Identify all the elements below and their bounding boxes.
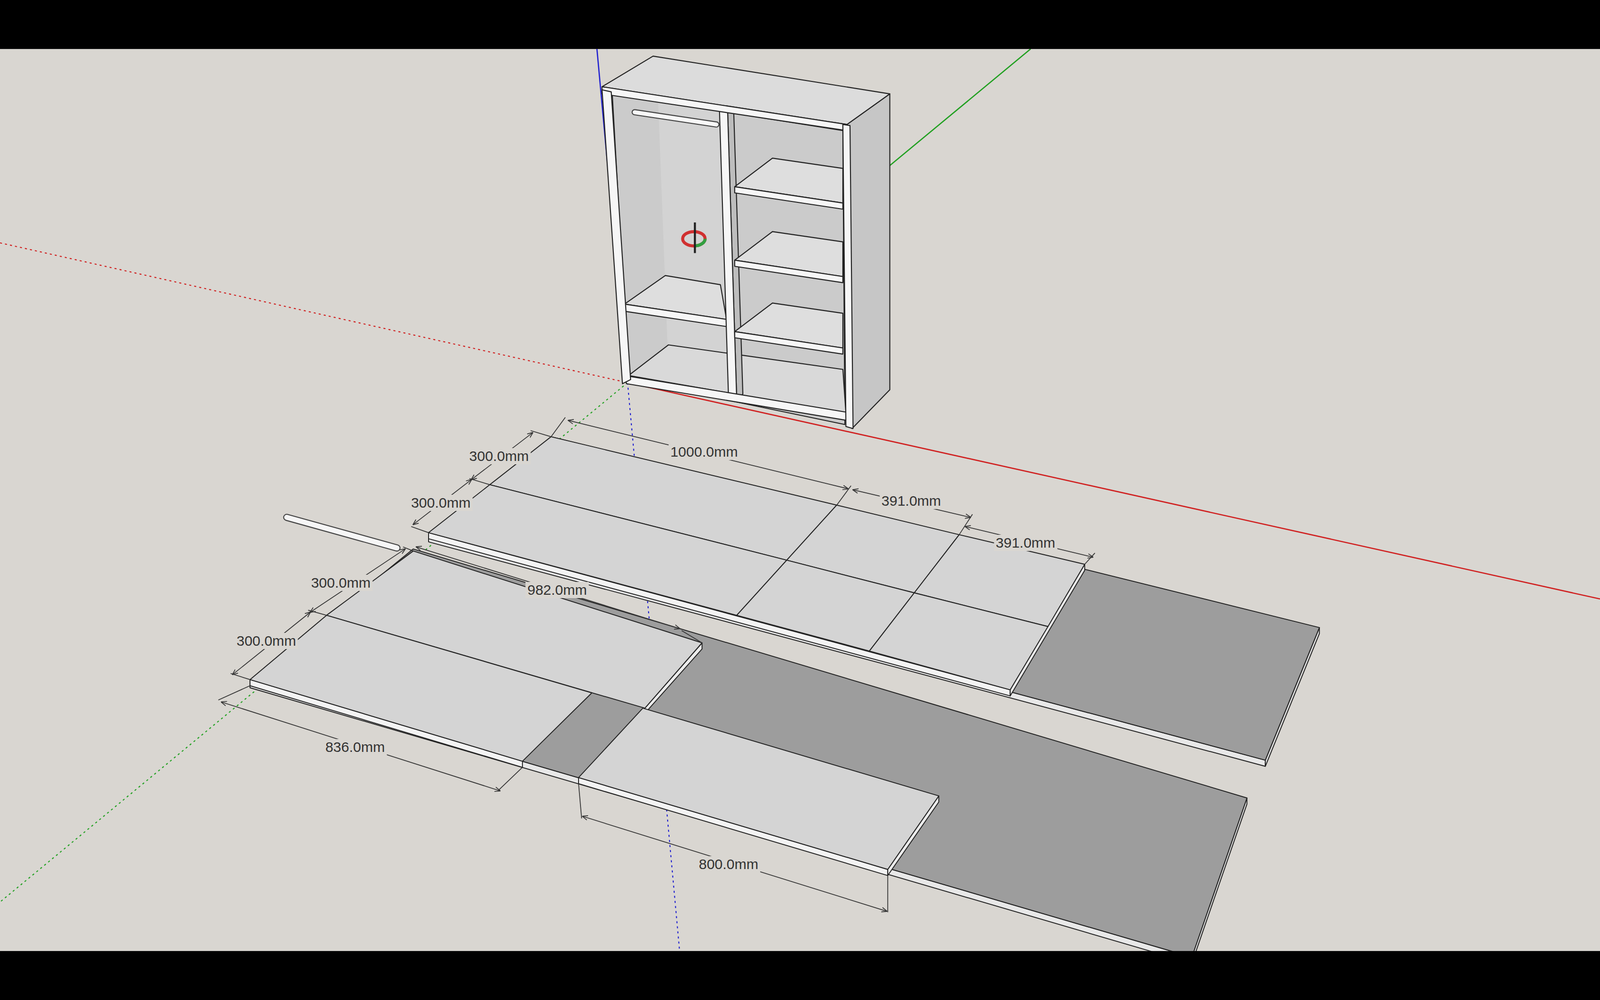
- dimension-lines-part: [308, 610, 327, 616]
- dimension-lines-part: [852, 490, 970, 518]
- wardrobe-part: [719, 108, 737, 400]
- dimension-lines-part: [411, 526, 429, 533]
- dimension-lines-part: [550, 417, 566, 437]
- letterbox-bars-part: [0, 950, 1600, 1000]
- dimension-lines-part: [965, 526, 1093, 558]
- wardrobe-part: [601, 86, 847, 131]
- dimension-label: 982.0mm: [525, 581, 589, 599]
- dimension-lines-part: [681, 630, 702, 643]
- wardrobe-part: [734, 260, 843, 283]
- wardrobe-part: [601, 90, 631, 384]
- dimension-lines-part: [221, 701, 500, 791]
- dimension-label: 1000.0mm: [668, 443, 740, 460]
- rail-rod-part: [286, 517, 397, 548]
- rail-rod-part: [286, 517, 397, 548]
- wardrobe-part: [842, 124, 853, 429]
- letterbox-bars-part: [0, 0, 1600, 50]
- dimension-lines-part: [530, 430, 551, 437]
- axes-part: [0, 242, 628, 383]
- wardrobe-part: [734, 331, 843, 354]
- dimension-lines-part: [498, 767, 523, 791]
- dimension-lines-part: [582, 816, 888, 911]
- dimension-lines-part: [887, 875, 889, 913]
- wardrobe-part: [658, 101, 728, 376]
- dimension-lines-part: [959, 514, 973, 535]
- cut-sheet-b-part: [578, 708, 939, 870]
- dimension-label: 800.0mm: [696, 856, 760, 873]
- rotate-icon-part: [693, 222, 696, 253]
- dimension-lines-part: [230, 673, 250, 680]
- dimension-label: 300.0mm: [467, 448, 531, 465]
- dimension-lines-part: [1084, 552, 1095, 565]
- dimension-lines: [218, 417, 1096, 912]
- dimension-label: 300.0mm: [409, 494, 473, 511]
- dimension-lines-part: [578, 783, 582, 819]
- dimension-lines-part: [416, 547, 680, 629]
- dimension-label: 391.0mm: [993, 534, 1058, 551]
- cut-sheet-b: [250, 549, 1248, 964]
- cut-sheet-a-part: [869, 592, 1049, 690]
- wardrobe-part: [634, 112, 717, 125]
- dimension-label: 391.0mm: [879, 492, 943, 510]
- dimension-lines-part: [568, 420, 849, 490]
- rotate-icon: [682, 222, 706, 253]
- dimension-label: 836.0mm: [323, 739, 387, 756]
- wardrobe: [601, 56, 890, 429]
- rail-rod: [286, 517, 397, 548]
- wardrobe-part: [624, 304, 727, 327]
- dimension-label: 300.0mm: [234, 632, 299, 650]
- dimension-lines-part: [218, 685, 250, 700]
- wardrobe-part: [634, 112, 717, 125]
- dimension-lines-part: [836, 485, 851, 506]
- wardrobe-part: [734, 186, 843, 210]
- dimension-label: 300.0mm: [309, 574, 373, 591]
- wardrobe-part: [624, 375, 847, 421]
- dimension-lines-part: [469, 478, 490, 485]
- wardrobe-part: [847, 93, 890, 429]
- dimension-lines-part: [232, 612, 311, 675]
- cut-sheet-b-part: [250, 549, 1248, 958]
- axes: [0, 49, 1600, 951]
- cut-sheet-b-part: [250, 615, 592, 761]
